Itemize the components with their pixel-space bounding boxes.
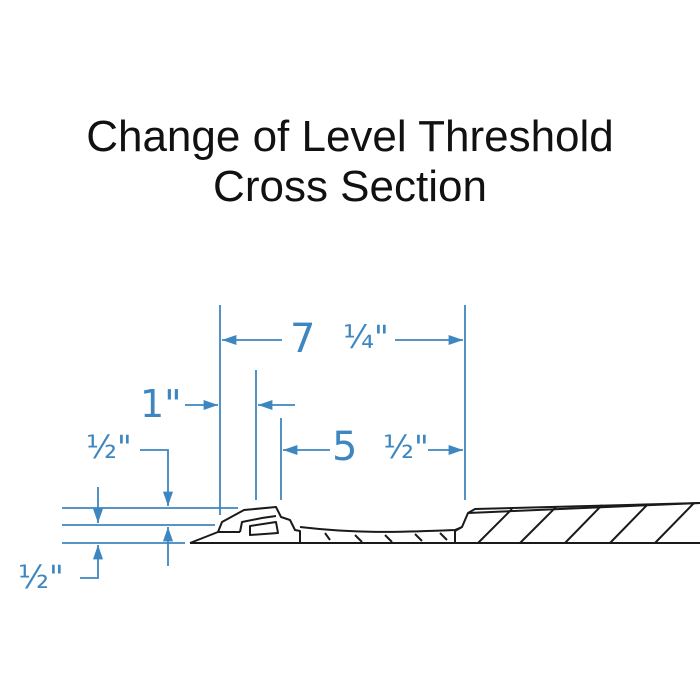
lip-width-label: 1": [140, 382, 182, 426]
bottom-rise-label: ½": [18, 558, 64, 596]
lip-body: [217, 506, 301, 543]
diagram-title: Change of Level Threshold Cross Section: [0, 112, 700, 212]
dimension-labels: 7 ¼" 1" 5 ½" ½" ½": [18, 316, 429, 596]
threshold-profile: [189, 502, 700, 544]
floor-hatch: [477, 502, 695, 544]
top-rise-label: ½": [86, 428, 132, 466]
ramp-width-fraction: ½": [383, 428, 429, 466]
left-foot: [189, 531, 240, 544]
overall-width-fraction: ¼": [343, 318, 389, 356]
dimension-lines: [62, 305, 466, 579]
ramp-ticks: [324, 532, 448, 543]
top-rise-leader: [140, 449, 174, 506]
title-line-1: Change of Level Threshold: [86, 112, 614, 161]
ramp-width-whole: 5: [332, 424, 357, 470]
overall-width-whole: 7: [290, 316, 315, 362]
right-notch: [454, 502, 700, 543]
bottom-rise-leader: [80, 545, 104, 579]
lip-channel: [249, 521, 279, 536]
title-line-2: Cross Section: [213, 162, 487, 211]
lip-inner: [239, 515, 277, 533]
floor-top: [467, 502, 700, 514]
ramp-top: [299, 526, 463, 533]
